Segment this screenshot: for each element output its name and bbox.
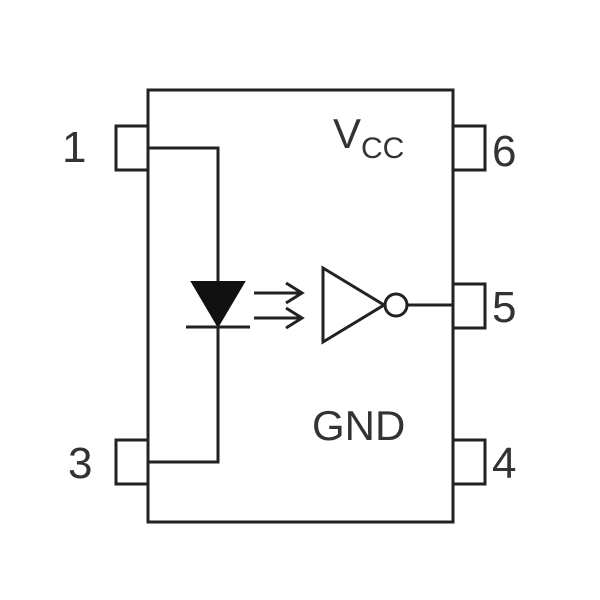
inverter-triangle — [321, 265, 387, 345]
led-triangle — [190, 281, 246, 328]
led-icon — [186, 281, 250, 329]
vcc-subscript: CC — [361, 132, 404, 165]
pin-4-pad — [451, 438, 487, 486]
arrow-head-top — [285, 281, 305, 305]
cathode-wire — [148, 326, 220, 464]
pin-4-label: 4 — [492, 439, 516, 488]
pin-3-pad — [114, 438, 150, 486]
pin-3-label: 3 — [68, 439, 92, 488]
pin-5-label: 5 — [492, 283, 516, 332]
vcc-main: V — [333, 110, 361, 157]
anode-wire — [148, 146, 220, 282]
light-arrows-icon — [254, 281, 305, 330]
inverter-bubble — [383, 292, 409, 318]
gnd-label: GND — [312, 402, 405, 449]
pin-6-label: 6 — [492, 127, 516, 176]
pin-5-pad — [451, 282, 487, 330]
inverter-icon — [321, 265, 409, 345]
pin-1-label: 1 — [62, 123, 86, 172]
pin-1-pad — [114, 124, 150, 172]
vcc-label: VCC — [333, 110, 404, 165]
arrow-head-bottom — [285, 306, 305, 330]
pin-6-pad — [451, 124, 487, 172]
